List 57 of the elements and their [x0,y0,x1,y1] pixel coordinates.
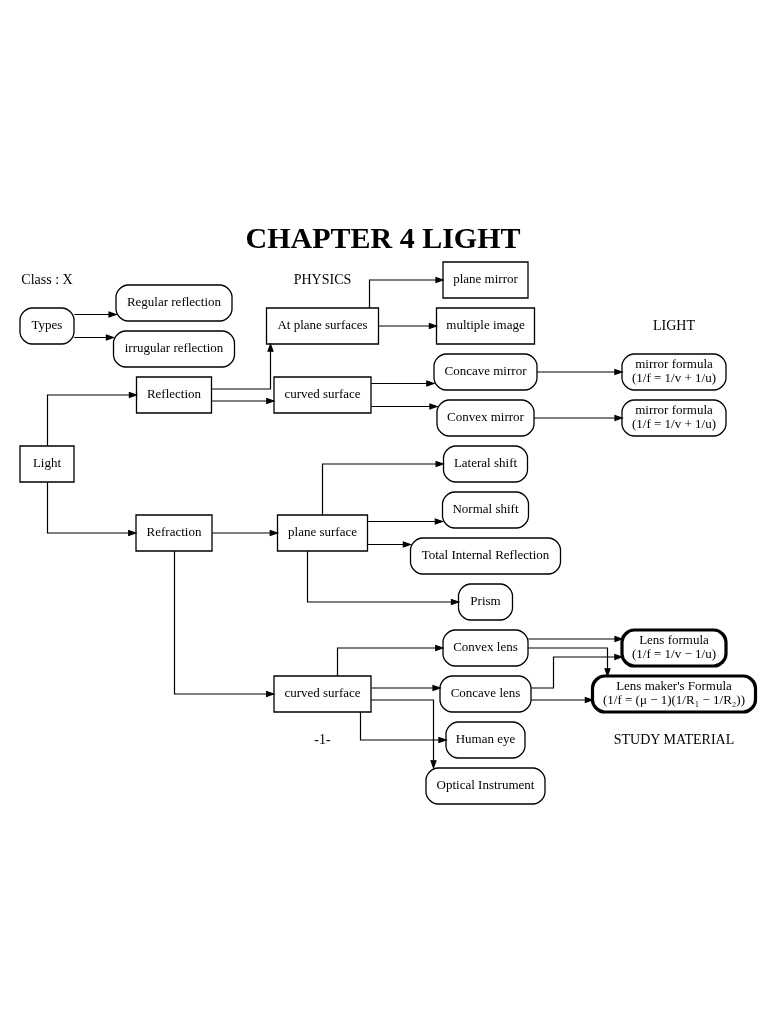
node-box: Total Internal Reflection [409,536,562,575]
diagram-title: CHAPTER 4 LIGHT [245,220,521,254]
node-box: multiple image [435,306,536,345]
arrow [46,481,138,536]
node-box: plane surface [276,513,369,552]
arrow [359,711,448,743]
arrow [370,698,437,770]
node-box: mirror formula (1/f = 1/v + 1/u) [621,398,727,437]
node-box: plane mirror [442,260,529,299]
arrow [378,322,439,329]
node-box: curved surface [273,674,372,713]
arrow [370,684,442,691]
node-box: Concave mirror [433,352,538,391]
node-box: Types [19,306,75,345]
arrow [370,402,439,410]
node-box: Prism [457,582,514,621]
node-box: mirror formula (1/f = 1/v + 1/u) [621,352,727,391]
arrow [533,414,624,421]
label: PHYSICS [293,271,352,287]
node-box: Reflection [135,375,213,414]
arrow [527,646,611,678]
arrow [46,391,139,446]
arrow [336,644,445,676]
arrow [368,276,445,308]
node-box: Lateral shift [442,444,529,483]
arrow [211,341,274,390]
arrow [536,368,624,375]
node-box: Convex mirror [436,398,535,437]
node-box: Optical Instrument [425,766,546,805]
arrow [73,310,118,318]
label: -1- [314,731,331,747]
arrow [211,397,276,404]
node-box: Concave lens [439,674,532,713]
node-box: Regular reflection [115,283,233,322]
node-box: Convex lens [442,628,529,667]
arrow [530,653,624,689]
arrow [370,379,436,387]
arrow [211,529,280,536]
node-box: Lens maker's Formula (1/f = (μ − 1)(1/R₁ − 1/R₂)) [590,673,758,714]
arrow [306,550,461,605]
node-box: curved surface [273,375,372,414]
node-box: Refraction [135,513,213,552]
label: Class : X [21,271,73,287]
node-box: Lens formula (1/f = 1/v − 1/u) [620,627,728,668]
label: LIGHT [653,317,695,333]
node-box: At plane surfaces [265,306,380,345]
arrow [173,550,276,697]
arrow [367,540,413,548]
arrow [321,460,445,515]
arrow [527,635,624,642]
node-box: Human eye [445,720,526,759]
arrow [73,333,116,341]
node-box: irrugular reflection [112,329,236,368]
label: STUDY MATERIAL [613,731,735,747]
arrow [367,517,445,525]
node-box: Light [19,444,75,483]
node-box: Normal shift [441,490,530,529]
